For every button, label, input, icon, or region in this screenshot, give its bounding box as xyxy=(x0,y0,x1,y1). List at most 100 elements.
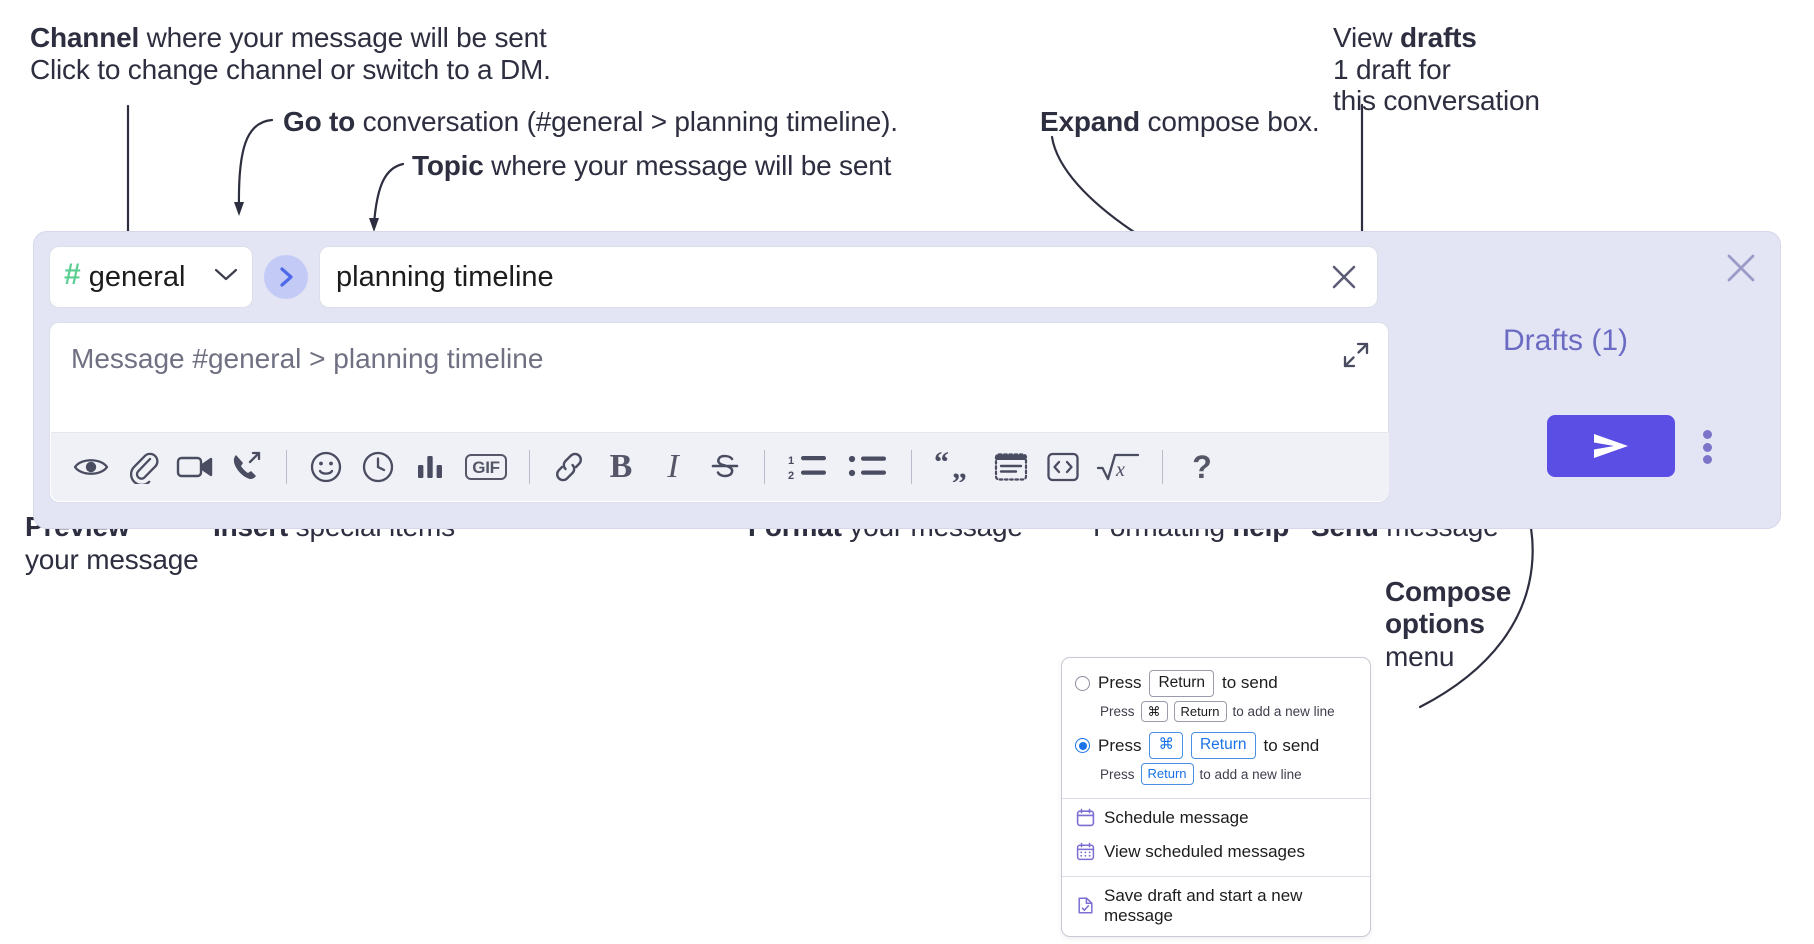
gif-icon[interactable]: GIF xyxy=(456,441,516,493)
compose-header-row: # general planning timeline xyxy=(49,246,1378,308)
menu-item-label: View scheduled messages xyxy=(1104,841,1305,861)
menu-item-save-draft[interactable]: Save draft and start a new message xyxy=(1062,877,1370,936)
kebab-dot xyxy=(1702,455,1712,464)
menu-divider xyxy=(1062,875,1370,877)
annotation-channel-rest: where your message will be sent xyxy=(139,22,547,53)
annotation-channel: Channel where your message will be sent xyxy=(30,22,547,54)
svg-text:„: „ xyxy=(952,452,967,482)
compose-panel: # general planning timeline Message #gen… xyxy=(33,231,1781,529)
menu-item-label: Save draft and start a new message xyxy=(1104,885,1303,925)
compose-options-menu-button[interactable] xyxy=(1692,427,1722,467)
svg-text:1: 1 xyxy=(788,455,794,467)
code-block-icon[interactable] xyxy=(985,441,1037,493)
poll-icon[interactable] xyxy=(404,441,456,493)
annotation-compose-options-1: Compose xyxy=(1385,576,1511,608)
annotation-compose-options-3: menu xyxy=(1385,641,1455,672)
compose-options-dropdown: Press Return to send Press ⌘ Return to a… xyxy=(1061,657,1371,937)
annotation-expand-rest: compose box. xyxy=(1139,106,1320,137)
key-cmd: ⌘ xyxy=(1149,732,1183,760)
key-return: Return xyxy=(1149,670,1214,697)
menu-suboption-cmd-return: Press Return to add a new line xyxy=(1062,761,1370,791)
code-icon[interactable] xyxy=(1037,441,1089,493)
gif-label: GIF xyxy=(465,454,507,480)
save-draft-icon xyxy=(1076,896,1095,915)
toolbar-divider xyxy=(286,450,287,484)
annotation-drafts: View drafts xyxy=(1333,22,1477,54)
attachment-icon[interactable] xyxy=(117,441,169,493)
key-return: Return xyxy=(1140,763,1194,785)
emoji-icon[interactable] xyxy=(300,441,352,493)
annotation-topic-bold: Topic xyxy=(412,150,484,181)
drafts-link[interactable]: Drafts (1) xyxy=(1503,324,1629,357)
annotation-channel-bold: Channel xyxy=(30,22,140,53)
expand-icon[interactable] xyxy=(1340,339,1372,371)
annotation-goto-bold: Go to xyxy=(283,106,356,137)
annotation-goto-rest: conversation (#general > planning timeli… xyxy=(355,106,898,137)
italic-icon[interactable]: I xyxy=(647,441,699,493)
annotation-preview-sub: your message xyxy=(25,544,199,575)
toolbar-divider xyxy=(764,450,765,484)
annotation-drafts-sub2: this conversation xyxy=(1333,85,1540,116)
key-return: Return xyxy=(1190,732,1256,760)
close-icon[interactable] xyxy=(1723,250,1759,286)
sub-prefix: Press xyxy=(1100,704,1135,720)
send-button[interactable] xyxy=(1547,415,1675,477)
bulleted-list-icon[interactable] xyxy=(838,441,898,493)
annotation-drafts-plain: View xyxy=(1333,22,1400,53)
sub-suffix: to add a new line xyxy=(1199,766,1302,782)
bold-icon[interactable]: B xyxy=(595,441,647,493)
close-icon[interactable] xyxy=(1327,260,1361,294)
calendar-grid-icon xyxy=(1076,842,1095,861)
annotation-compose-options-bold1: Compose xyxy=(1385,576,1512,607)
channel-selector[interactable]: # general xyxy=(49,246,253,308)
annotation-channel-sub: Click to change channel or switch to a D… xyxy=(30,54,551,85)
help-label: ? xyxy=(1192,448,1212,485)
message-input-box[interactable]: Message #general > planning timeline xyxy=(49,322,1389,503)
option-suffix: to send xyxy=(1222,673,1278,693)
option-prefix: Press xyxy=(1098,673,1142,693)
link-icon[interactable] xyxy=(543,441,595,493)
calendar-icon xyxy=(1076,808,1095,827)
topic-value: planning timeline xyxy=(336,260,554,293)
strikethrough-icon[interactable] xyxy=(699,441,751,493)
annotation-goto: Go to conversation (#general > planning … xyxy=(283,106,898,138)
channel-name-label: general xyxy=(88,260,186,293)
annotation-drafts-bold: drafts xyxy=(1399,22,1477,53)
kebab-dot xyxy=(1702,430,1712,439)
menu-divider xyxy=(1062,797,1370,799)
annotation-compose-options-2: options xyxy=(1385,608,1485,640)
option-suffix: to send xyxy=(1263,735,1320,755)
sub-suffix: to add a new line xyxy=(1232,704,1335,720)
svg-text:2: 2 xyxy=(788,470,794,482)
key-return: Return xyxy=(1173,700,1227,723)
audio-call-icon[interactable] xyxy=(221,441,273,493)
help-icon[interactable]: ? xyxy=(1176,441,1228,493)
menu-radio-option-return[interactable]: Press Return to send xyxy=(1062,666,1370,699)
go-to-conversation-button[interactable] xyxy=(264,255,308,299)
clock-icon[interactable] xyxy=(352,441,404,493)
formatting-toolbar: GIF B I xyxy=(51,432,1389,501)
radio-icon[interactable] xyxy=(1075,675,1090,691)
menu-radio-option-cmd-return[interactable]: Press ⌘ Return to send xyxy=(1062,728,1370,761)
menu-item-label: Schedule message xyxy=(1104,807,1249,827)
menu-suboption-return: Press ⌘ Return to add a new line xyxy=(1062,699,1370,729)
video-icon[interactable] xyxy=(169,441,221,493)
key-cmd: ⌘ xyxy=(1140,700,1168,723)
message-placeholder: Message #general > planning timeline xyxy=(71,343,544,374)
menu-item-view-scheduled-messages[interactable]: View scheduled messages xyxy=(1062,835,1370,869)
topic-input[interactable]: planning timeline xyxy=(319,246,1378,308)
ordered-list-icon[interactable]: 1 2 xyxy=(778,441,838,493)
annotation-topic-rest: where your message will be sent xyxy=(483,150,892,181)
annotation-topic: Topic where your message will be sent xyxy=(412,150,891,182)
math-icon[interactable]: x xyxy=(1089,441,1149,493)
preview-icon[interactable] xyxy=(65,441,117,493)
annotation-compose-options-bold2: options xyxy=(1385,608,1485,639)
blockquote-icon[interactable]: “ „ xyxy=(925,441,985,493)
kebab-dot xyxy=(1702,442,1712,452)
annotation-expand-bold: Expand xyxy=(1040,106,1140,137)
bold-label: B xyxy=(609,448,633,485)
radio-icon-selected[interactable] xyxy=(1075,738,1090,754)
italic-label: I xyxy=(667,448,679,485)
menu-item-schedule-message[interactable]: Schedule message xyxy=(1062,799,1370,835)
annotation-drafts-sub1: 1 draft for xyxy=(1333,54,1451,85)
